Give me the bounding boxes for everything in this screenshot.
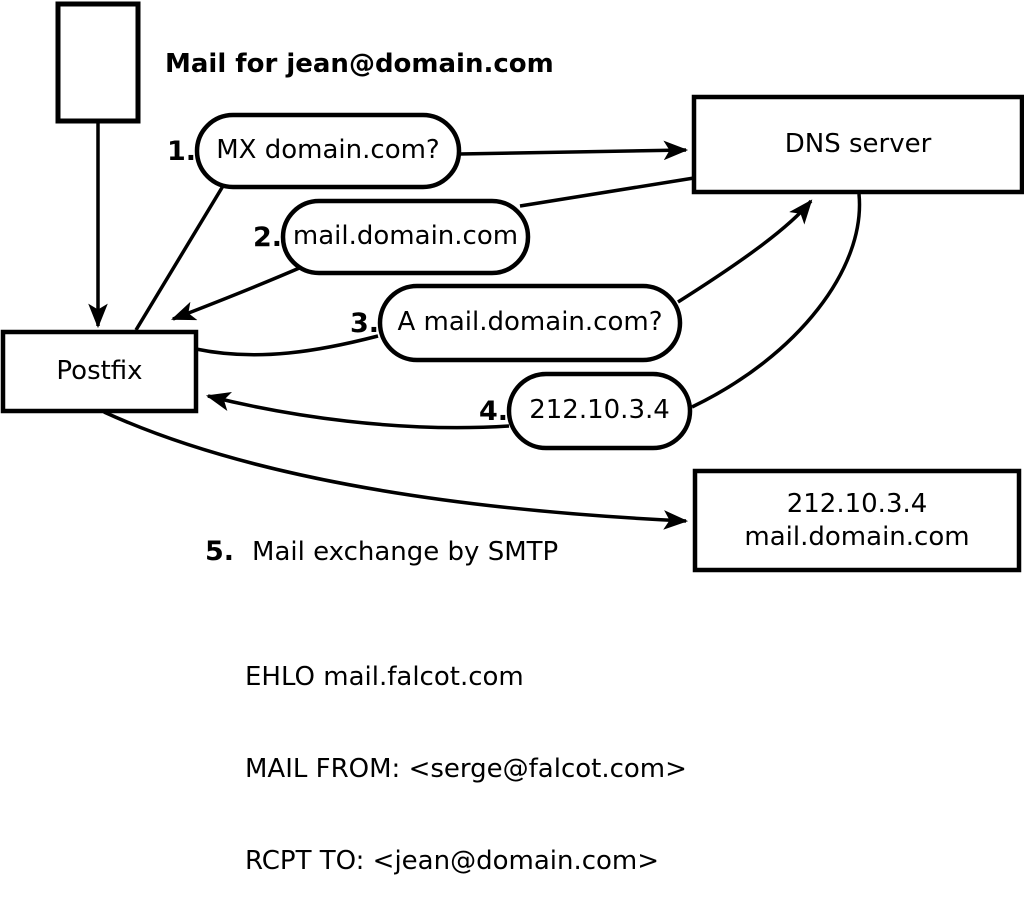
postfix-label: Postfix <box>56 355 143 386</box>
arrow-query1-to-dns <box>458 140 689 161</box>
line-postfix-to-query1 <box>134 185 225 331</box>
smtp-line: EHLO mail.falcot.com <box>245 662 524 692</box>
step2-number: 2. <box>252 221 282 253</box>
line-dns-to-answer2 <box>519 176 695 208</box>
dns-server-label: DNS server <box>784 128 932 159</box>
step5-label: Mail exchange by SMTP <box>252 537 559 567</box>
answer4-pill <box>506 371 693 451</box>
arrow-postfix-to-mailserver <box>103 410 689 530</box>
arrow-answer4-to-postfix <box>205 391 510 430</box>
mail-server-label: 212.10.3.4 mail.domain.com <box>695 471 1019 570</box>
step5-caption: 5. Mail exchange by SMTP <box>205 536 558 567</box>
mail-message-box <box>55 1 141 124</box>
arrow-answer2-to-postfix <box>171 264 305 321</box>
step1-query-label: MX domain.com? <box>216 135 440 166</box>
mail-server-ip: 212.10.3.4 <box>786 488 928 519</box>
step4-answer-label: 212.10.3.4 <box>529 395 670 426</box>
step5-number: 5. <box>205 536 235 567</box>
step4-number: 4. <box>478 395 508 427</box>
arrow-query3-to-dns <box>677 199 813 304</box>
step2-answer-label: mail.domain.com <box>292 221 519 252</box>
mail-server-hostname: mail.domain.com <box>744 521 970 552</box>
smtp-line: MAIL FROM: <serge@falcot.com> <box>245 754 687 785</box>
answer2-pill <box>280 198 531 276</box>
query3-pill <box>377 283 683 363</box>
line-postfix-to-query3 <box>195 334 379 357</box>
dns-server-box <box>691 94 1024 195</box>
smtp-line: RCPT TO: <jean@domain.com> <box>245 846 660 877</box>
diagram-title: Mail for jean@domain.com <box>165 49 554 79</box>
step3-number: 3. <box>349 307 379 339</box>
step1-number: 1. <box>166 135 196 167</box>
postfix-box <box>0 329 199 414</box>
line-dns-to-answer4 <box>691 193 862 409</box>
query1-pill <box>194 112 462 190</box>
step3-query-label: A mail.domain.com? <box>397 307 663 338</box>
mail-server-box <box>692 468 1022 573</box>
smtp-transcript: EHLO mail.falcot.com MAIL FROM: <serge@f… <box>245 601 687 919</box>
